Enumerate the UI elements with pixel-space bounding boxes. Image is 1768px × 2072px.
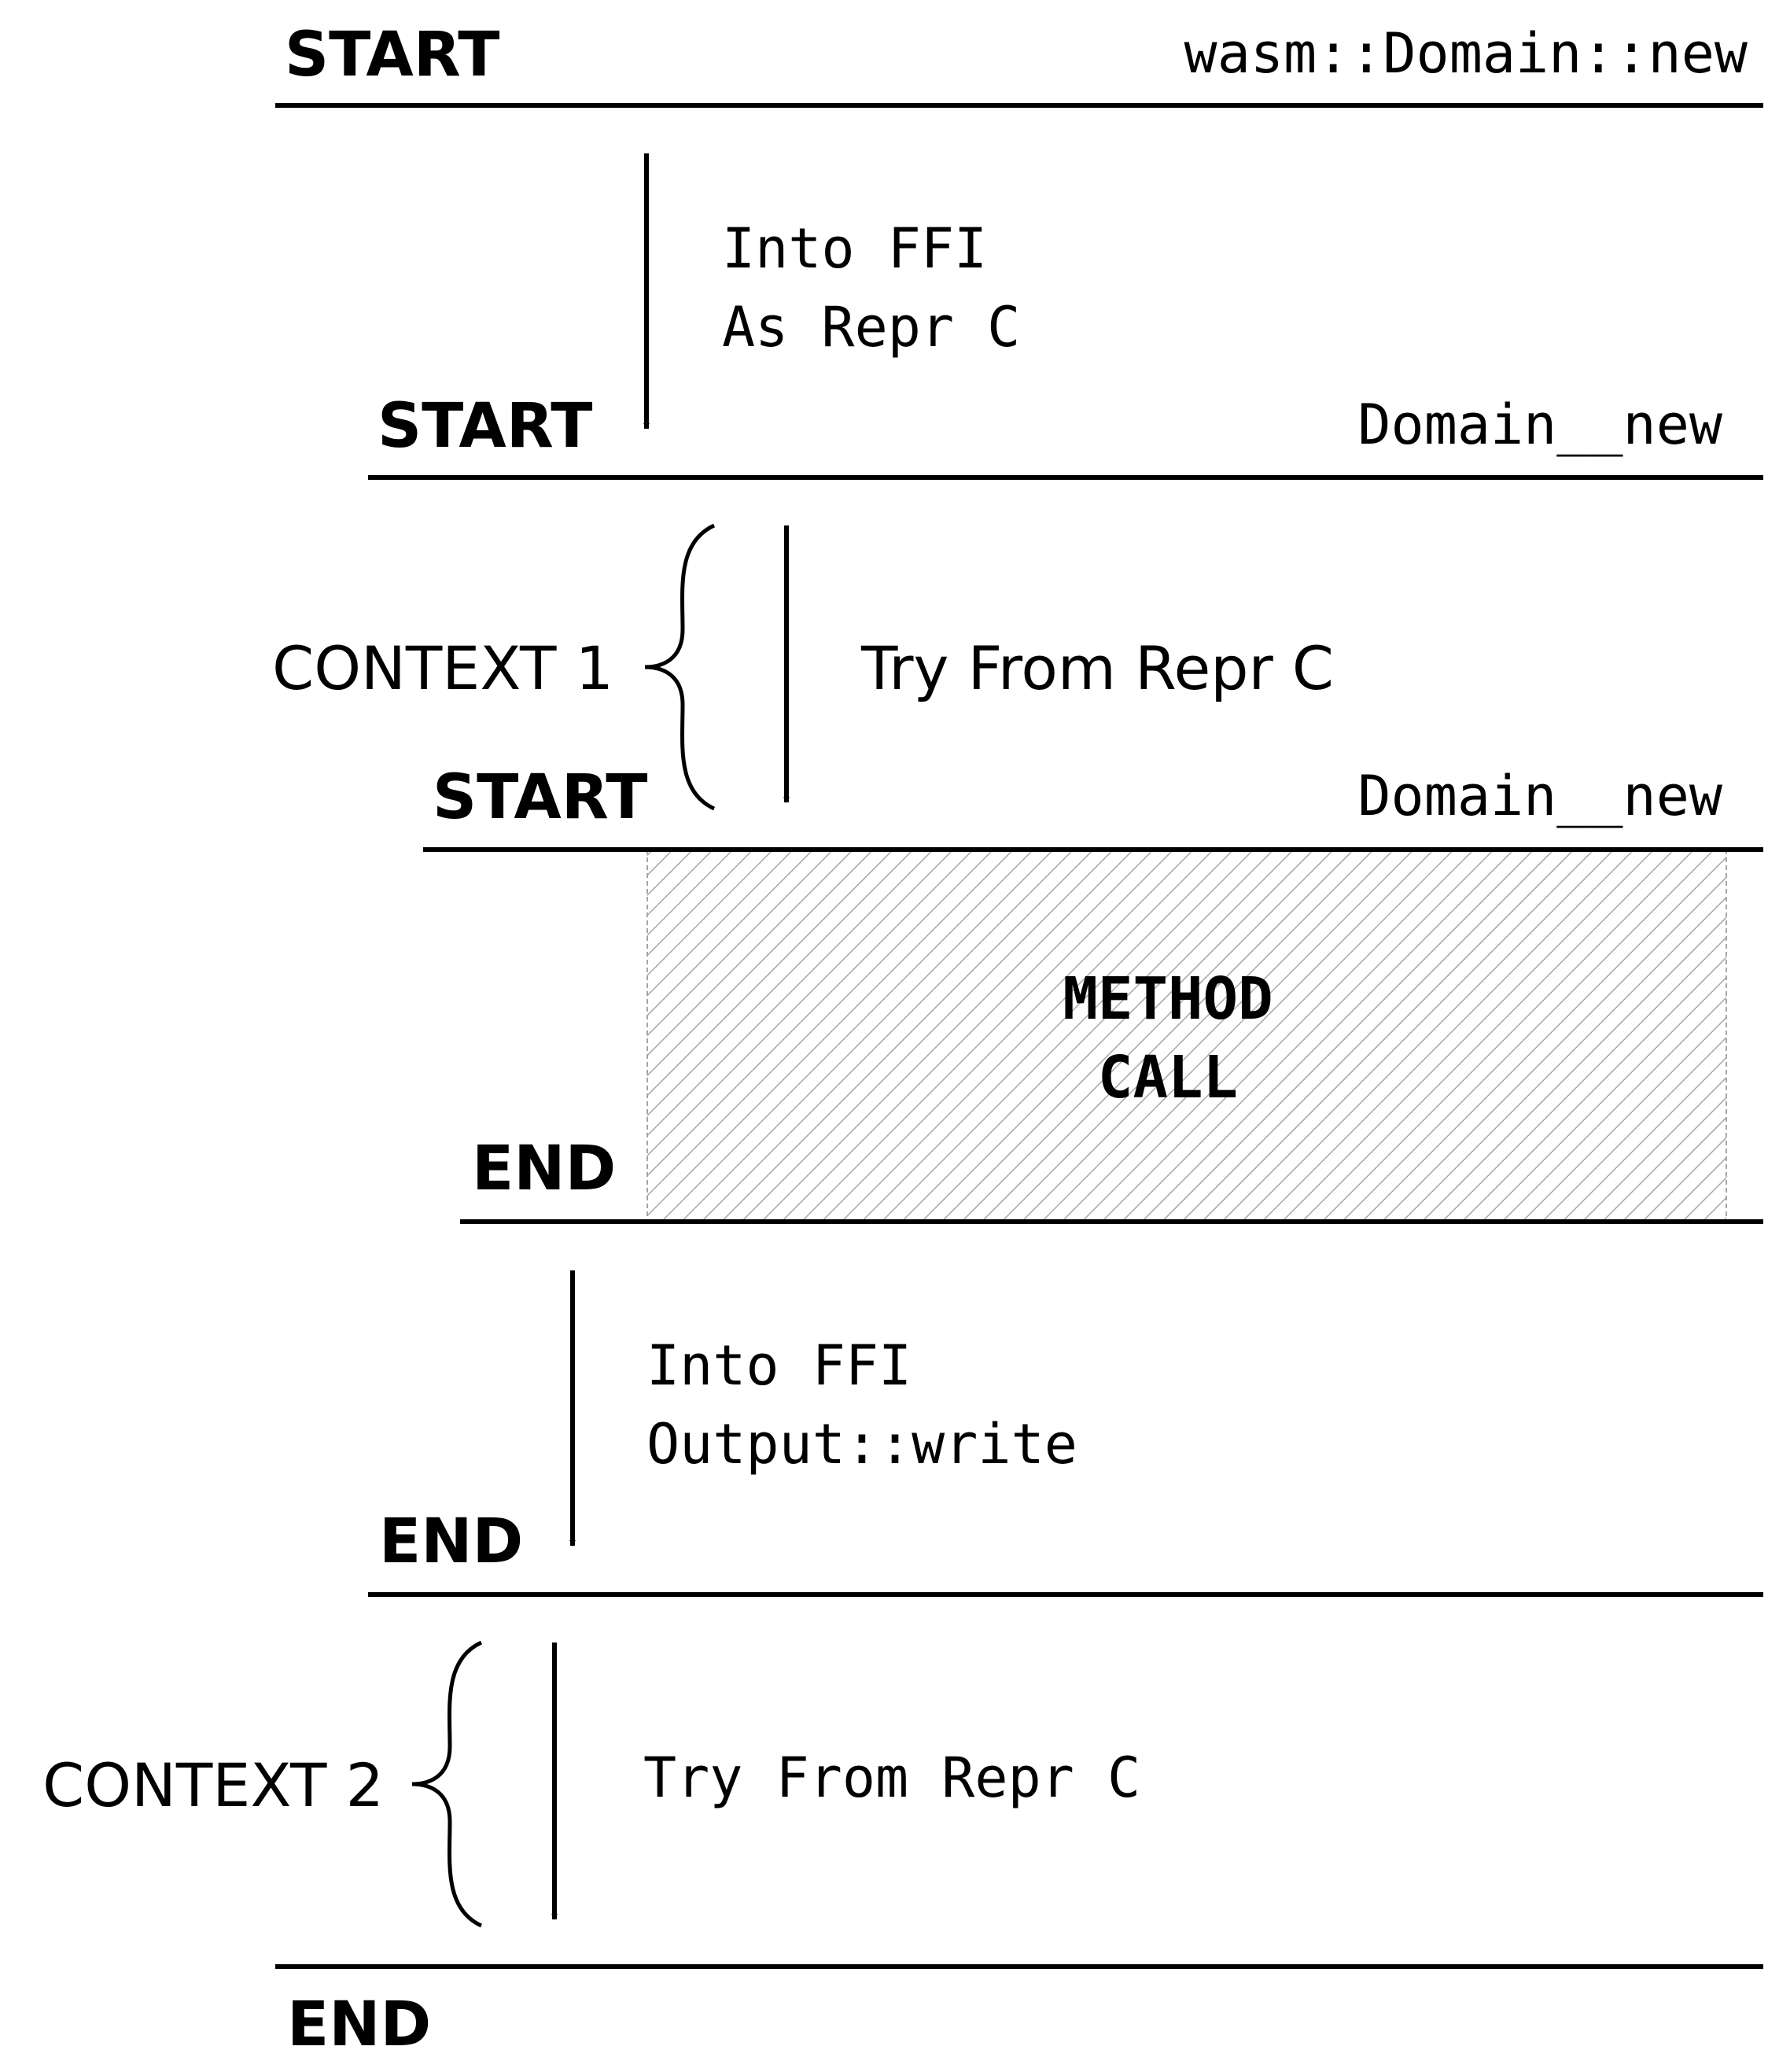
context-1-brace [644,523,716,811]
transition-3-line-2: Output::write [646,1412,1077,1477]
level-3-name: Domain__new [1357,764,1722,828]
method-call-line-2: CALL [1098,1044,1238,1112]
level-2-marker: START [378,391,592,462]
level-5-marker: END [379,1506,523,1577]
context-1-label: CONTEXT 1 [272,633,613,703]
level-3-marker: START [433,762,647,833]
level-6-marker: END [287,1989,431,2060]
level-1-name: wasm::Domain::new [1184,21,1748,86]
context-2-brace [411,1640,483,1928]
method-call-block [646,850,1727,1222]
level-4-marker: END [472,1134,616,1204]
level-2-name: Domain__new [1357,393,1722,457]
method-call-line-1: METHOD [1063,965,1273,1033]
transition-1-line-1: Into FFI [722,216,987,281]
transition-2-line-1: Try From Repr C [860,633,1334,703]
context-2-label: CONTEXT 2 [42,1750,384,1820]
transition-4-line-1: Try From Repr C [643,1746,1140,1810]
transition-1-line-2: As Repr C [722,295,1020,359]
level-1-marker: START [285,20,499,90]
transition-3-line-1: Into FFI [646,1333,912,1398]
